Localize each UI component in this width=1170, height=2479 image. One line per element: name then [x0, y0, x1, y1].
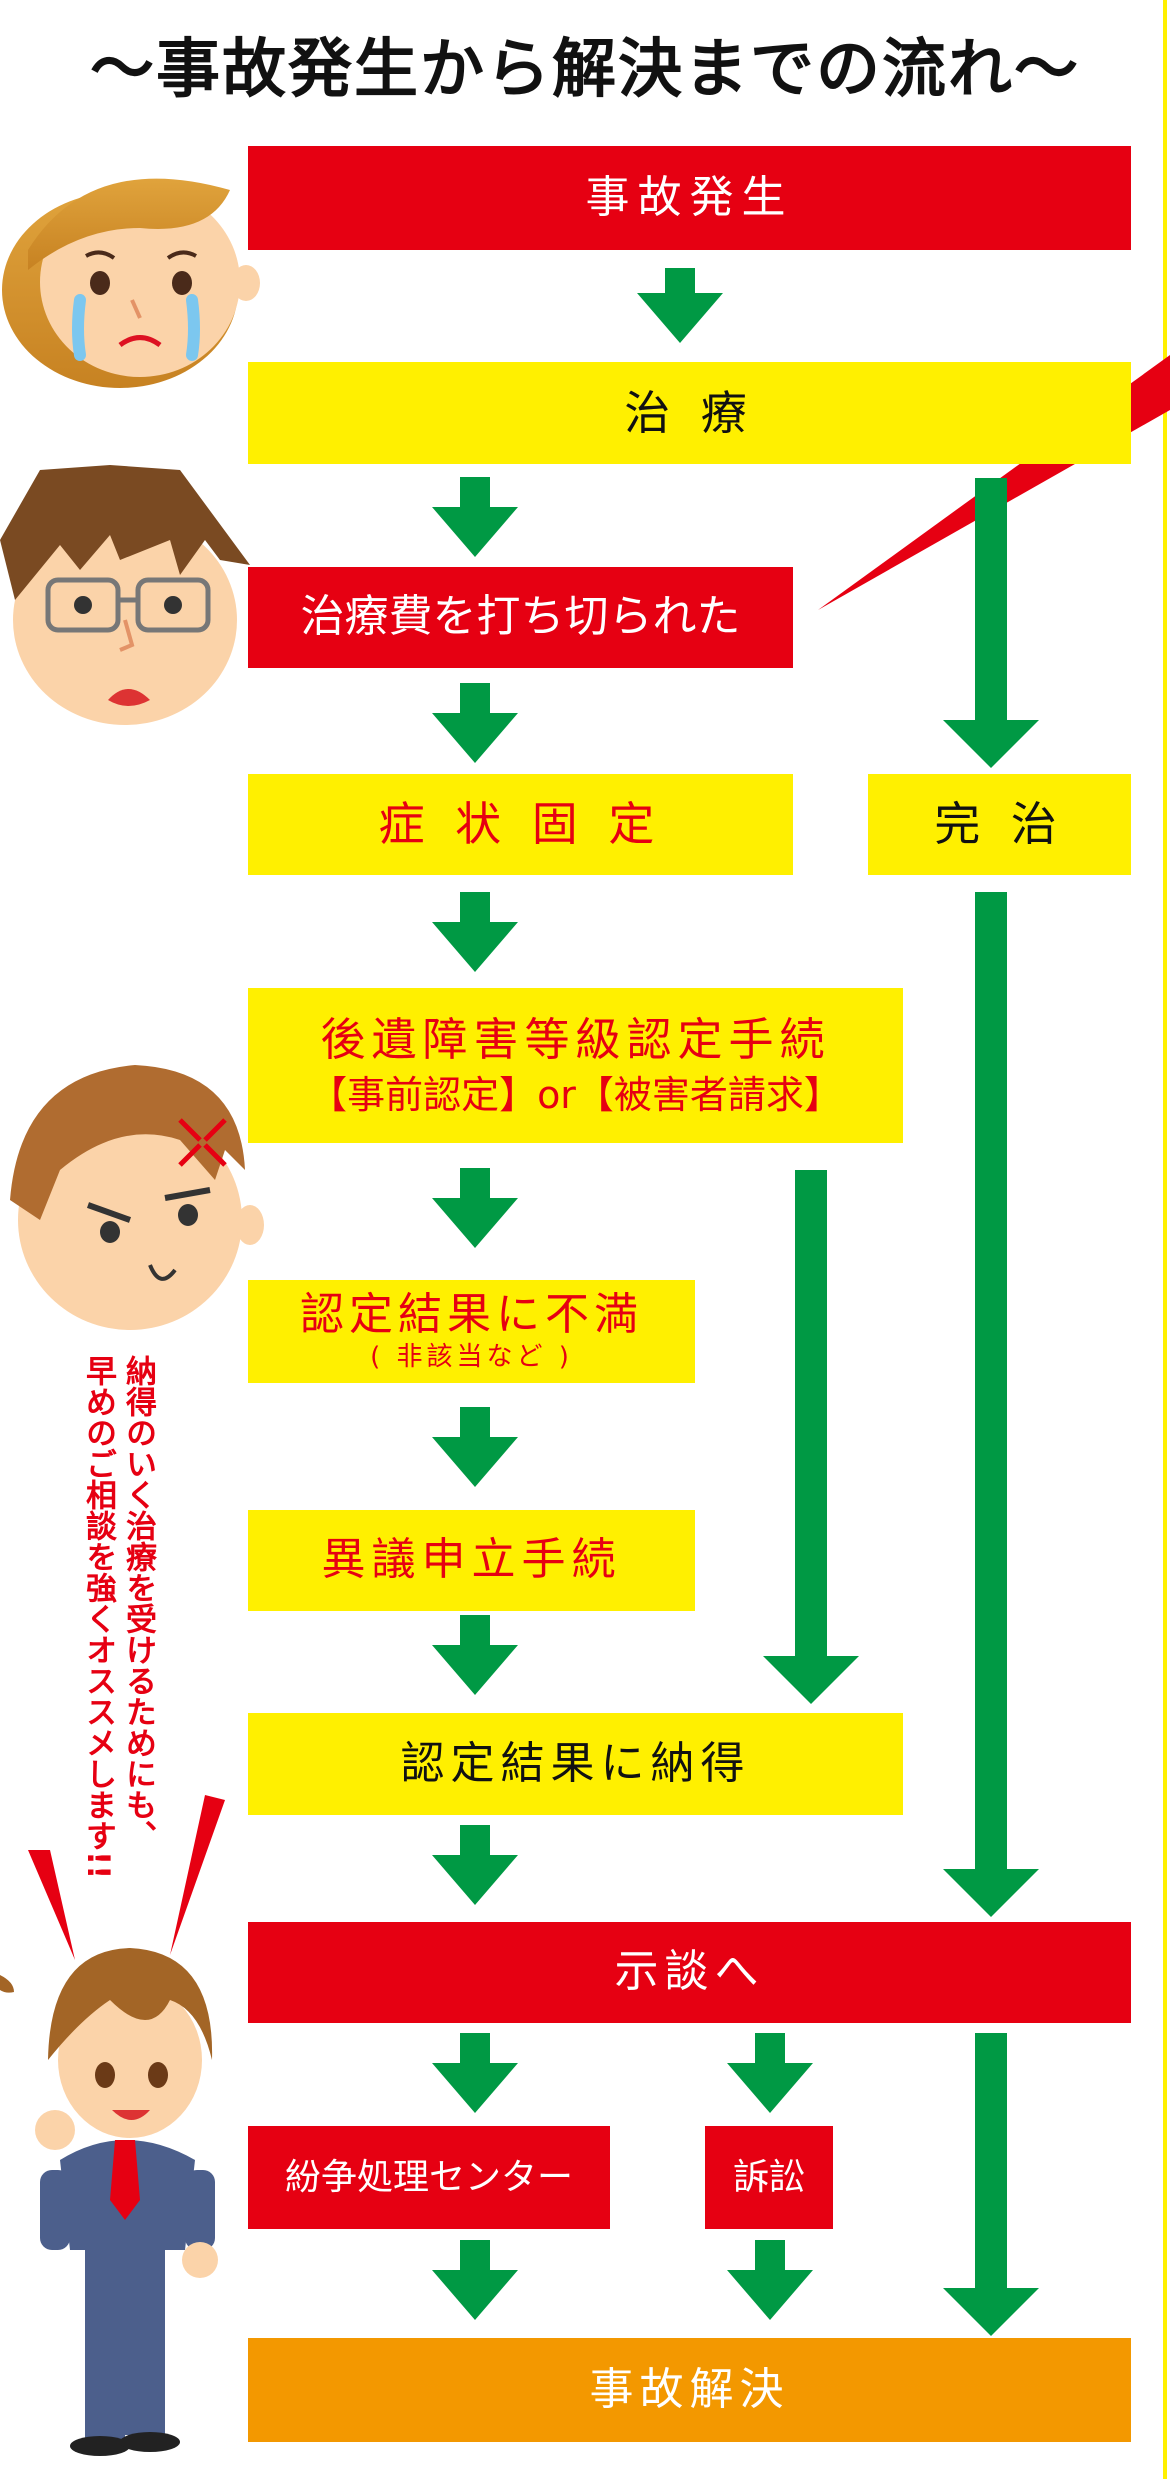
step-adr: 紛争処理センター	[248, 2126, 610, 2229]
crying-woman-icon	[2, 178, 260, 388]
arrow-down-icon	[943, 2033, 1039, 2336]
step-treatment: 治 療	[248, 362, 1131, 464]
arrow-down-icon	[943, 892, 1039, 1917]
step-cured-label: 完 治	[934, 797, 1065, 852]
worried-man-icon	[0, 465, 250, 725]
arrow-down-icon	[432, 683, 518, 763]
step-satisfied: 認定結果に納得	[248, 1713, 903, 1815]
step-lawsuit-label: 訴訟	[732, 2156, 805, 2198]
step-symptom-fixed-label: 症 状 固 定	[378, 797, 663, 852]
step-cured: 完 治	[868, 774, 1131, 875]
step-objection: 異議申立手続	[248, 1510, 695, 1611]
advice-line2: 早めのご相談を強くオススメします!!	[80, 1355, 116, 1880]
spike-right	[170, 1795, 225, 1955]
arrow-down-icon	[943, 478, 1039, 768]
arrow-down-icon	[763, 1170, 859, 1704]
step-dissatisfied-line1: 認定結果に不満	[300, 1289, 643, 1341]
advice-note: 納得のいく治療を受けるためにも、 早めのご相談を強くオススメします!!	[78, 1355, 158, 1955]
step-treatment-label: 治 療	[624, 385, 755, 440]
arrow-down-icon	[432, 2033, 518, 2113]
advice-line1: 納得のいく治療を受けるためにも、	[120, 1355, 156, 1851]
step-resolved-label: 事故解決	[589, 2363, 790, 2415]
step-satisfied-label: 認定結果に納得	[400, 1737, 751, 1789]
step-resolved: 事故解決	[248, 2338, 1131, 2442]
step-symptom-fixed: 症 状 固 定	[248, 774, 793, 875]
angry-man-icon	[10, 1065, 264, 1330]
short-arrows	[432, 268, 813, 2320]
step-settlement-label: 示談へ	[614, 1946, 765, 1998]
right-edge-line	[1163, 0, 1167, 2479]
arrow-down-icon	[432, 1407, 518, 1487]
step-dissatisfied-line2: ( 非該当など )	[370, 1341, 573, 1372]
arrow-down-icon	[432, 1825, 518, 1905]
long-arrows	[763, 478, 1039, 2336]
step-settlement: 示談へ	[248, 1922, 1131, 2023]
arrow-down-icon	[432, 477, 518, 557]
step-cutoff: 治療費を打ち切られた	[248, 567, 793, 668]
arrow-down-icon	[432, 2240, 518, 2320]
spike-left	[28, 1850, 75, 1960]
edge-fragment	[0, 1975, 14, 1993]
arrow-down-icon	[727, 2240, 813, 2320]
step-lawsuit: 訴訟	[705, 2126, 833, 2229]
page-title: 〜事故発生から解決までの流れ〜	[90, 33, 1080, 107]
arrow-down-icon	[727, 2033, 813, 2113]
step-certification-line1: 後遺障害等級認定手続	[320, 1012, 831, 1066]
step-dissatisfied: 認定結果に不満 ( 非該当など )	[248, 1280, 695, 1383]
step-accident-label: 事故発生	[585, 171, 794, 223]
step-adr-label: 紛争処理センター	[284, 2156, 573, 2198]
arrow-down-icon	[432, 1615, 518, 1695]
arrow-down-icon	[637, 268, 723, 343]
arrow-down-icon	[432, 1168, 518, 1248]
step-cutoff-label: 治療費を打ち切られた	[300, 591, 741, 643]
step-objection-label: 異議申立手続	[321, 1534, 622, 1586]
step-certification: 後遺障害等級認定手続 【事前認定】or【被害者請求】	[248, 988, 903, 1143]
step-certification-line2: 【事前認定】or【被害者請求】	[309, 1072, 842, 1117]
arrow-down-icon	[432, 892, 518, 972]
lawyer-icon	[35, 1948, 218, 2456]
step-accident: 事故発生	[248, 146, 1131, 250]
